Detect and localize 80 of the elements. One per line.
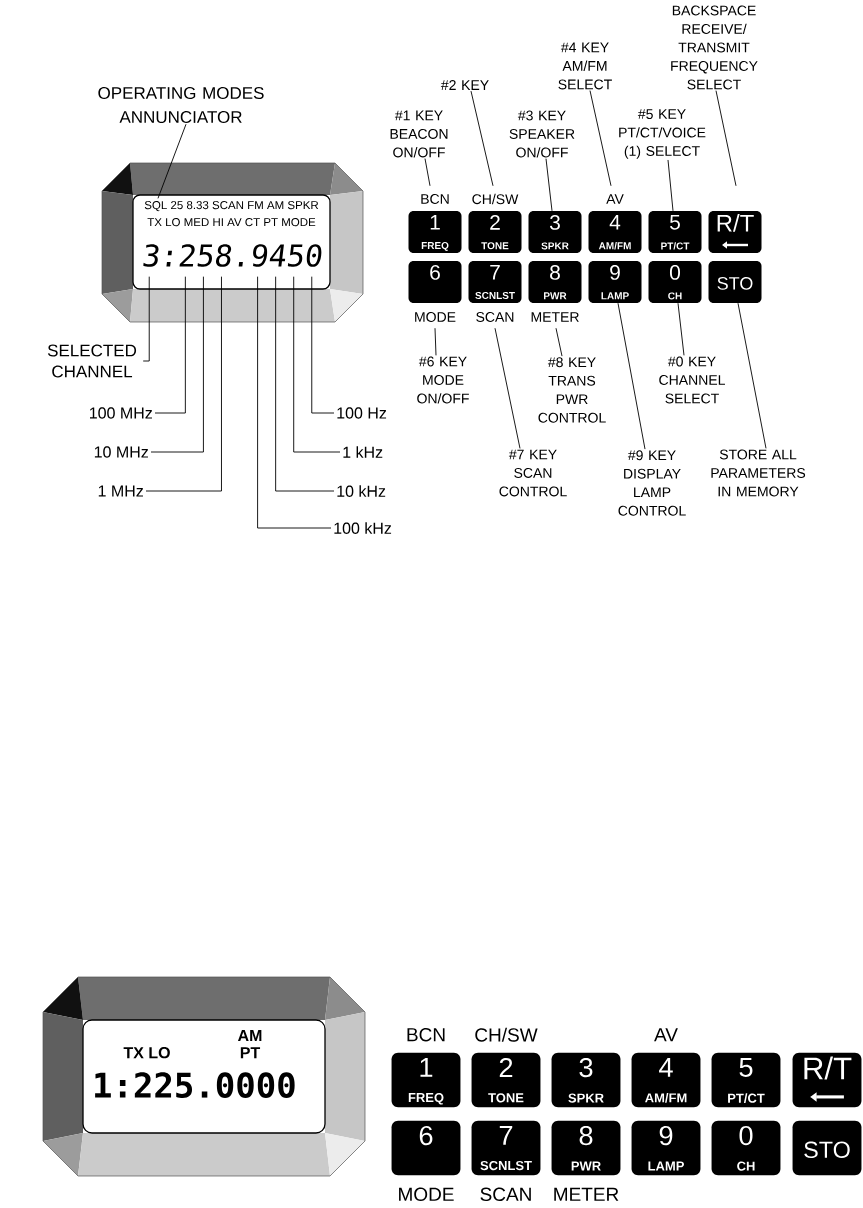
keypad-key: 0 CH [648,261,702,303]
key-function-label: CH/SW [475,1027,538,1042]
callout-text: #3 KEY SPEAKER ON/OFF [509,110,575,158]
keypad-key: 3 SPKR [551,1052,621,1108]
keypad-key: 5 PT/CT [711,1052,781,1108]
leader-line [311,276,335,414]
keypad-key: 7 SCNLST [471,1120,541,1176]
keypad-key: 8 PWR [528,261,582,303]
callout-text: #8 KEY TRANS PWR CONTROL [538,357,606,423]
leader-line [470,90,494,187]
callout-text: SELECTED CHANNEL [47,344,137,378]
key-function-label: AV [606,194,624,204]
leader-line [667,159,674,212]
leader-line [589,90,612,187]
leader-line [157,123,187,199]
keypad-key: 6 [408,261,462,303]
key-function-label: BCN [407,1028,445,1042]
keypad-key: 3 SPKR [528,211,582,253]
keypad-key: 4 AM/FM [588,211,642,253]
leader-line [545,158,553,212]
keypad-key: 5 PT/CT [648,211,702,253]
keypad-key: 6 [391,1120,461,1176]
leader-line [555,327,563,357]
callout-text: #6 KEY MODE ON/OFF [417,356,469,404]
key-function-label: SCAN [480,1187,531,1202]
leader-line [677,302,685,356]
keypad-key: 2 TONE [468,211,522,253]
keypad-key: 9 LAMP [588,261,642,303]
leader-line [434,327,437,356]
keypad-key: 1 FREQ [408,211,462,253]
callout-text: 1 MHz [98,485,143,497]
keypad-key: 7 SCNLST [468,261,522,303]
leader-line [150,276,204,453]
keypad-key: 1 FREQ [391,1052,461,1108]
leader-line [154,276,186,414]
keypad-key: 4 AM/FM [631,1052,701,1108]
key-function-label: MODE [415,312,456,322]
callout-text: 1 kHz [343,446,383,458]
key-function-label: BCN [421,194,449,204]
callout-text: BACKSPACE RECEIVE/ TRANSMIT FREQUENCY SELECT [671,5,758,90]
callout-text: #7 KEY SCAN CONTROL [499,449,567,497]
leader-line [494,327,521,449]
key-function-label: METER [531,312,579,322]
callout-text: 100 Hz [337,407,387,419]
leader-line [145,276,222,492]
callout-text: 10 kHz [337,485,386,497]
leader-line [737,302,767,449]
keypad-key: 8 PWR [551,1120,621,1176]
key-function-label: METER [554,1187,619,1201]
leader-line [275,276,335,492]
keypad-key: STO [708,261,762,303]
keypad-key: STO [792,1120,862,1176]
leader-line [257,276,332,529]
callout-text: #2 KEY [440,80,489,90]
keypad-key: R/T [708,211,762,253]
callout-text: #9 KEY DISPLAY LAMP CONTROL [618,450,686,516]
leader-line [142,276,150,362]
callout-text: STORE ALL PARAMETERS IN MEMORY [711,449,806,497]
keypad-key: R/T [792,1052,862,1108]
key-function-label: SCAN [476,312,514,322]
key-function-label: AV [654,1028,678,1042]
callout-text: #0 KEY CHANNEL SELECT [659,356,725,404]
leader-line [715,90,737,187]
lcd-screen: SQL 25 8.33 SCAN FM AM SPKR TX LO MED HI AV CT PT MODE 3:258.9450 [132,194,331,290]
callout-text: #4 KEY AM/FM SELECT [558,42,612,90]
keypad-key: 2 TONE [471,1052,541,1108]
callout-text: 10 MHz [94,446,148,458]
lcd-screen: AM TX LO PT 1:225.0000 [82,1019,326,1134]
leader-line [424,158,431,187]
leader-line [617,302,646,450]
callout-text: 100 kHz [334,522,392,534]
callout-text: #1 KEY BEACON ON/OFF [390,110,448,158]
keypad-key: 9 LAMP [631,1120,701,1176]
key-function-label: MODE [399,1187,454,1202]
callout-text: #5 KEY PT/CT/VOICE (1) SELECT [619,109,706,159]
keypad-key: 0 CH [711,1120,781,1176]
callout-text: 100 MHz [90,407,152,419]
leader-line [293,276,341,453]
key-function-label: CH/SW [472,193,519,205]
callout-text: OPERATING MODES ANNUNCIATOR [98,87,264,124]
